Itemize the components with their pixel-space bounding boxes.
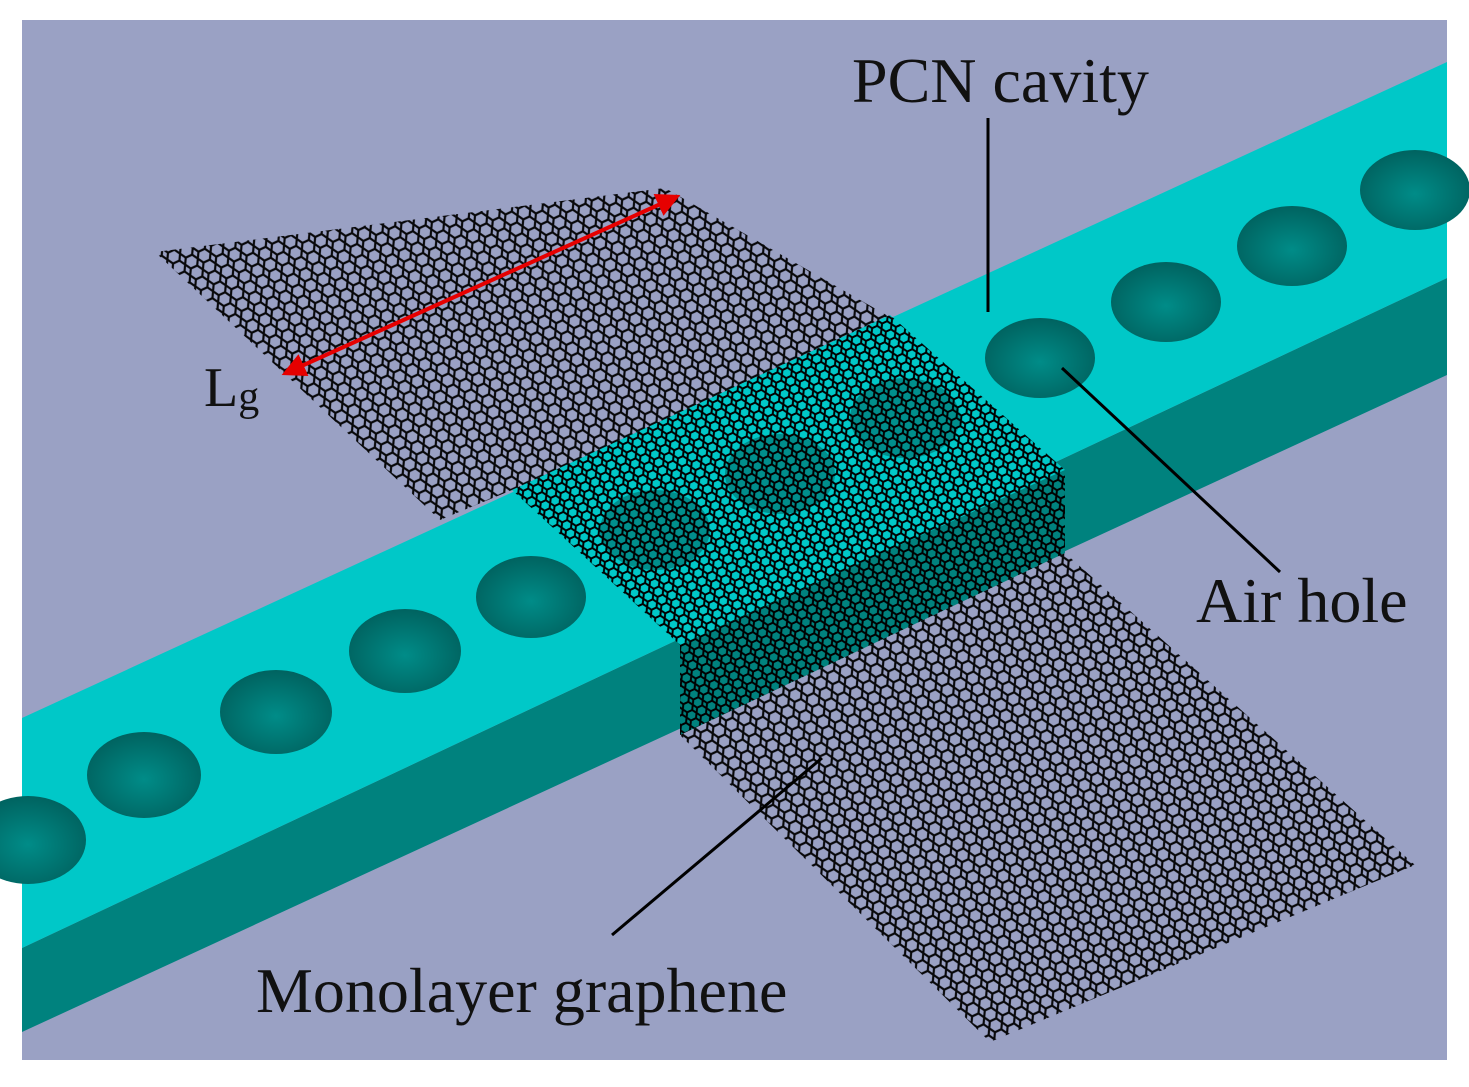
- length-label-main: L: [204, 357, 238, 419]
- air-hole: [87, 732, 201, 818]
- graphene-leader-line: [611, 756, 823, 937]
- pcn-cavity-label: PCN cavity: [852, 45, 1149, 116]
- length-label-subscript: g: [238, 374, 259, 420]
- air-hole-leader-line: [1060, 366, 1282, 574]
- air-hole: [220, 670, 332, 754]
- air-hole: [349, 609, 461, 693]
- air-hole: [0, 796, 86, 884]
- dimension-arrow-icon: [281, 193, 681, 377]
- air-hole: [476, 556, 586, 638]
- air-hole: [1360, 150, 1469, 230]
- air-hole: [985, 318, 1095, 398]
- graphene-mesh-top: [512, 315, 1065, 645]
- air-hole-array: [0, 150, 1469, 884]
- air-hole: [1237, 206, 1347, 286]
- graphene-mesh-side: [680, 470, 1065, 735]
- graphene-sheet-front: [680, 553, 1415, 1042]
- length-label: Lg: [204, 357, 259, 420]
- air-hole: [1111, 262, 1221, 342]
- graphene-label: Monolayer graphene: [256, 955, 787, 1026]
- air-hole-label: Air hole: [1196, 565, 1408, 636]
